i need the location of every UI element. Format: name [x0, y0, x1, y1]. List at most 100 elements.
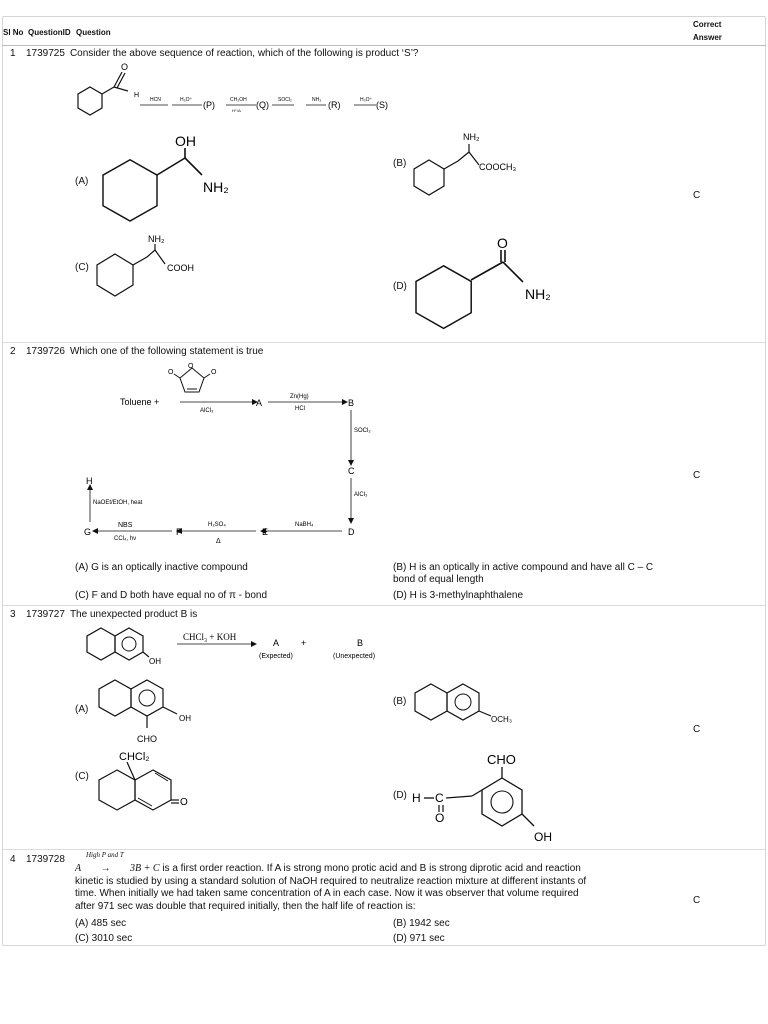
q3-a-cho: CHO — [137, 734, 157, 744]
q3-correct-answer: C — [693, 724, 701, 735]
q1-reagent-nh3: NH₃ — [312, 97, 321, 103]
q3-expected: (Expected) — [259, 653, 293, 660]
q3-unexpected: (Unexpected) — [333, 653, 375, 660]
q2-anhydride-o-right: O — [211, 369, 217, 376]
q4-option-a: (A) 485 sec — [75, 918, 127, 929]
q3-option-a-structure: OH CHO — [98, 679, 191, 744]
q2-option-b-line2: bond of equal length — [393, 574, 484, 585]
q3-d-o: O — [435, 811, 444, 825]
q4-text-1: is a first order reaction. If A is stron… — [162, 863, 581, 874]
question-3-text: The unexpected product B is — [69, 609, 198, 620]
q2-option-c: (C) F and D both have equal no of π - bo… — [75, 590, 268, 601]
question-4-id: 1739728 — [26, 854, 65, 865]
q3-product-b: B — [357, 638, 363, 648]
q2-anhydride-o-ring: O — [188, 363, 194, 370]
question-3-line: 3 1739727 The unexpected product B is — [10, 609, 197, 620]
q3-option-c-structure: CHCl₂ O — [98, 751, 188, 811]
q2-compound-f: F — [176, 527, 182, 537]
question-2-text: Which one of the following statement is … — [69, 346, 264, 357]
q1-reagent-hcn: HCN — [150, 97, 161, 103]
q2-socl2: SOCl₂ — [354, 428, 371, 434]
q2-compound-d: D — [348, 527, 355, 537]
q2-compound-h: H — [86, 476, 93, 486]
q2-anhydride-o-left: O — [168, 369, 174, 376]
q1-option-b-label: (B) — [393, 158, 407, 169]
q1-option-c-structure: NH₂ COOH — [96, 234, 194, 297]
q2-divider — [2, 605, 766, 606]
q4-eq-rest: 3B + C — [130, 863, 160, 874]
question-1-line: 1 1739725 Consider the above sequence of r… — [10, 48, 418, 59]
question-table-frame — [2, 16, 766, 946]
q4-line-3: time. When initially we had taken same c… — [75, 888, 579, 899]
q1-reagent-h3o-2: H₃O⁺ — [360, 97, 373, 103]
q1-reaction-scheme: O H HCN H₃O⁺ (P) CH₃OH H⁺/Δ (Q) SOCl₂ NH… — [77, 62, 388, 116]
q2-compound-g: G — [84, 527, 91, 537]
q3-product-a: A — [273, 638, 279, 648]
q1-cyclohexane-ring — [77, 86, 103, 116]
question-1-text: Consider the above sequence of reaction,… — [69, 48, 419, 59]
q1-option-c-label: (C) — [75, 262, 89, 273]
q1-reagent-h3o-1: H₃O⁺ — [180, 97, 193, 103]
q3-a-oh: OH — [179, 714, 191, 723]
q1-c-cooh: COOH — [167, 263, 194, 273]
q2-compound-b: B — [348, 398, 354, 408]
q1-divider — [2, 342, 766, 343]
q3-option-b-label: (B) — [393, 696, 407, 707]
q1-d-o: O — [497, 235, 508, 251]
header-answer: Answer — [693, 33, 722, 42]
q3-reagent: CHCl₃ + KOH — [183, 632, 237, 642]
q3-b-och3: OCH₃ — [491, 715, 512, 724]
q3-start-oh: OH — [149, 657, 161, 666]
q2-delta: Δ — [216, 538, 221, 545]
header-correct: Correct — [693, 20, 722, 29]
q3-reaction-scheme: OH CHCl₃ + KOH A + B (Expected) (Unexpec… — [86, 627, 375, 666]
q4-line-2: kinetic is studied by using a standard s… — [75, 875, 587, 887]
q1-a-nh2: NH₂ — [203, 179, 229, 195]
q1-start-h: H — [134, 92, 139, 99]
q3-d-c: C — [435, 791, 444, 805]
q1-option-a-structure: OH NH₂ — [102, 133, 229, 222]
q2-znhg: Zn(Hg) — [290, 394, 309, 400]
question-3-id: 1739727 — [26, 609, 65, 620]
q4-line-4: after 971 sec was double that required i… — [75, 900, 416, 912]
q1-product-r: (R) — [328, 100, 341, 110]
q1-reagent-condition: H⁺/Δ — [232, 108, 241, 113]
header-sl-no: Sl No — [3, 28, 24, 37]
header-divider — [2, 45, 766, 46]
q2-option-d: (D) H is 3-methylnaphthalene — [393, 590, 524, 601]
question-3-number: 3 — [10, 609, 16, 620]
q3-option-c-label: (C) — [75, 771, 89, 782]
q1-option-d-label: (D) — [393, 281, 407, 292]
q3-divider — [2, 849, 766, 850]
q4-text: A → 3B + C is a first order reaction. If… — [75, 863, 665, 913]
q1-option-a-label: (A) — [75, 176, 89, 187]
q4-condition: High P and T — [86, 851, 124, 859]
q2-option-a: (A) G is an optically inactive compound — [75, 562, 248, 573]
q1-b-nh2: NH₂ — [463, 132, 480, 142]
q2-compound-a: A — [256, 398, 262, 408]
q2-h2so4: H₂SO₄ — [208, 522, 226, 528]
q3-option-d-structure: CHO OH H C O — [412, 752, 552, 844]
q1-reagent-ch3oh: CH₃OH — [230, 97, 247, 103]
question-1-id: 1739725 — [26, 48, 65, 59]
q1-option-d-structure: O NH₂ — [415, 235, 551, 330]
q2-compound-c: C — [348, 466, 355, 476]
q2-hcl: HCl — [295, 406, 305, 412]
question-2-id: 1739726 — [26, 346, 65, 357]
q2-alcl3: AlCl₃ — [200, 408, 214, 414]
q3-option-d-label: (D) — [393, 790, 407, 801]
q1-option-b-structure: NH₂ COOCH₃ — [413, 132, 516, 196]
q1-product-s: (S) — [376, 100, 388, 110]
q2-compound-e: E — [262, 527, 268, 537]
q2-ccl4: CCl₄, hν — [114, 536, 136, 542]
question-1-number: 1 — [10, 48, 16, 59]
header-question-id: QuestionID — [28, 28, 71, 37]
q2-alcl3-2: AlCl₃ — [354, 492, 368, 498]
q1-product-p: (P) — [203, 100, 215, 110]
q3-d-oh: OH — [534, 830, 552, 844]
q4-option-b: (B) 1942 sec — [393, 918, 450, 929]
q3-d-h: H — [412, 791, 421, 805]
q1-c-nh2: NH₂ — [148, 234, 165, 244]
q2-toluene: Toluene + — [120, 397, 159, 407]
